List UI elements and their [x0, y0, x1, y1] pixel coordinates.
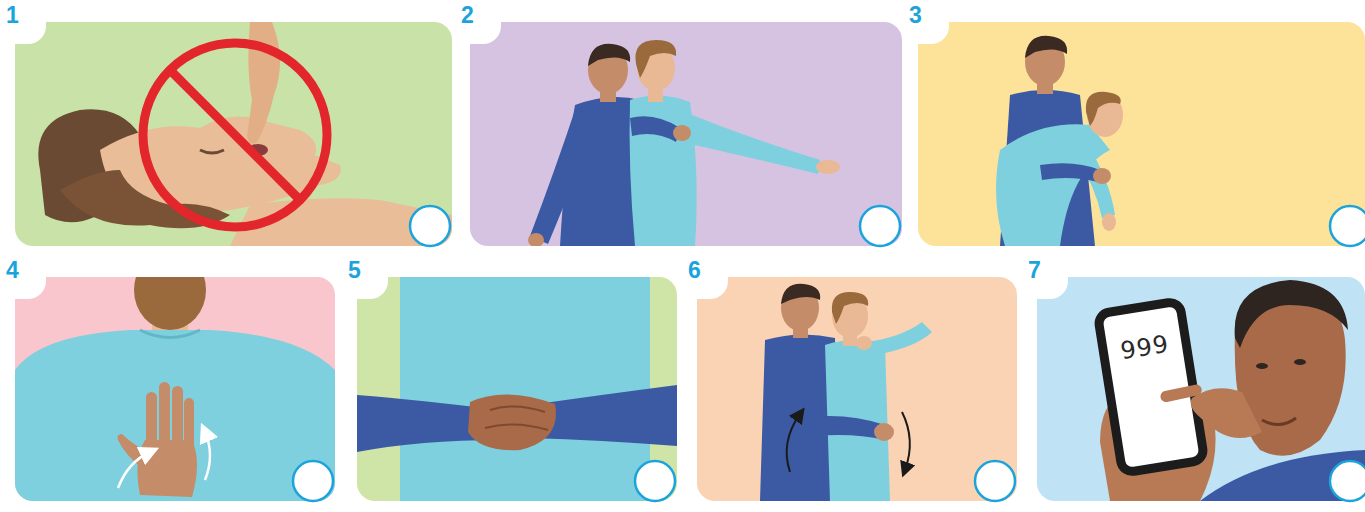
support-casualty	[528, 40, 840, 246]
step-panel: 6	[697, 277, 1017, 501]
answer-circles	[293, 206, 1365, 501]
step-panel: 3	[918, 22, 1365, 246]
step-number: 5	[342, 255, 388, 299]
step-number: 6	[682, 255, 728, 299]
step-number: 2	[455, 0, 501, 44]
abdominal-thrusts	[760, 284, 932, 501]
step-number: 7	[1022, 255, 1068, 299]
back-blows	[15, 277, 335, 501]
step-number: 4	[0, 255, 46, 299]
emergency-call	[1100, 280, 1365, 501]
dialled-number: 999	[1106, 328, 1183, 367]
step-panel: 5	[357, 277, 677, 501]
step-number: 1	[0, 0, 46, 44]
abdominal-grip	[357, 277, 677, 501]
finger-sweep-forbidden	[38, 22, 452, 246]
phone-screen: 999	[1092, 296, 1209, 478]
lean-forward	[996, 36, 1123, 246]
step-number: 3	[903, 0, 949, 44]
step-panel: 4	[15, 277, 335, 501]
step-panel: 2	[470, 22, 902, 246]
step-panel: 1	[15, 22, 452, 246]
step-panel: 7999	[1037, 277, 1365, 501]
